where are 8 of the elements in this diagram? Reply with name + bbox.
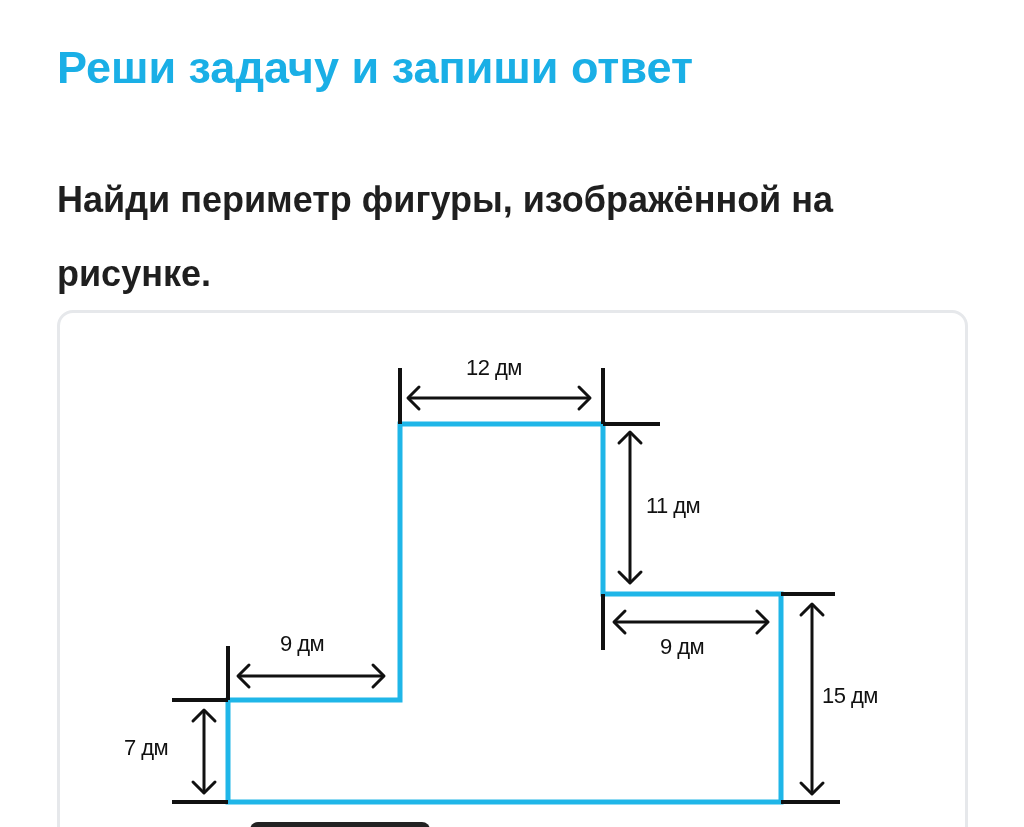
- dimension-label: 11 дм: [646, 495, 701, 517]
- task-text: Найди периметр фигуры, изображённой на рисунке.: [57, 178, 835, 296]
- dimension-label: 7 дм: [124, 737, 169, 759]
- dimension-label: 12 дм: [466, 357, 522, 379]
- dimension-label: 9 дм: [280, 633, 325, 655]
- dimension-label: 15 дм: [822, 685, 878, 707]
- title: Реши задачу и запиши ответ: [57, 41, 693, 95]
- dimension-label: 9 дм: [660, 636, 705, 658]
